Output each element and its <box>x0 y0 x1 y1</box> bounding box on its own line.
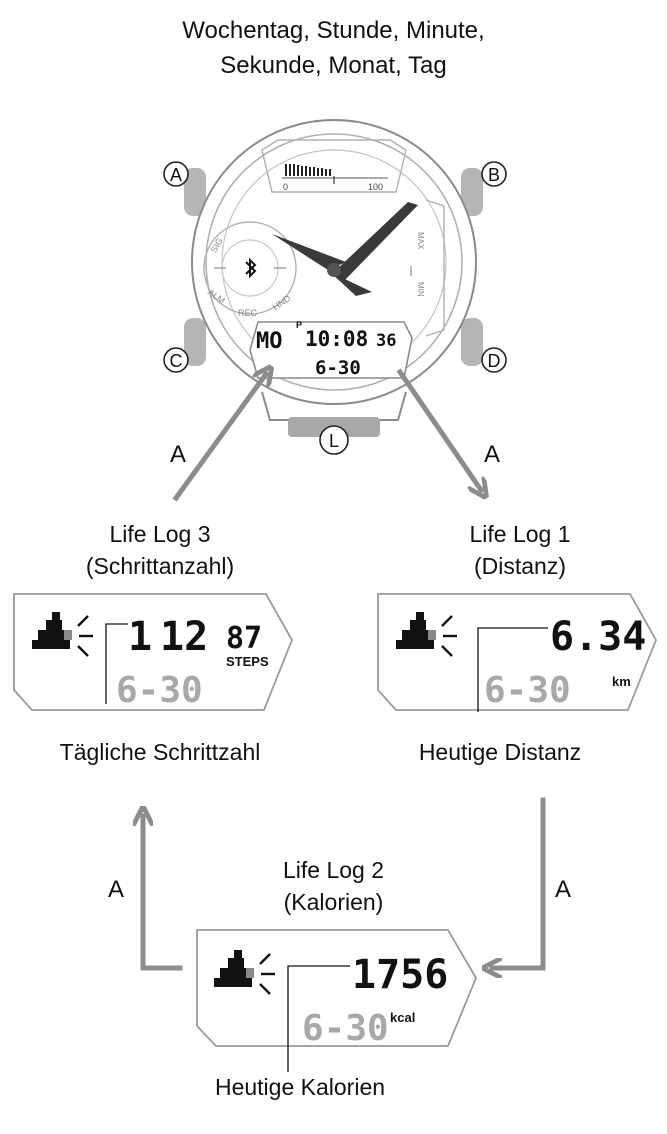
signal-rays-icon <box>441 615 457 657</box>
watch-top-window <box>261 139 407 193</box>
bluetooth-subdial <box>203 221 297 315</box>
bezel-min-label: MIN <box>416 282 425 297</box>
activity-icon <box>214 950 254 987</box>
log3-date: 6-30 <box>116 670 203 711</box>
arrow-label-left-bottom: A <box>108 876 124 903</box>
arrow-log1-to-log2 <box>492 797 546 968</box>
life-log-1-screen: 6.34 km 6-30 <box>377 593 657 712</box>
log3-value-part-3: 87 <box>226 621 262 656</box>
badge-d: D <box>481 347 507 373</box>
lcd-weekday: MO <box>256 329 283 354</box>
hand-tail <box>330 272 372 296</box>
svg-text:A: A <box>170 165 182 185</box>
watch-button-b-shape[interactable] <box>461 168 483 216</box>
activity-icon <box>396 612 436 649</box>
life-log-3-screen: 1 12 87 STEPS 6-30 <box>13 593 293 711</box>
log3-title-line-2: (Schrittanzahl) <box>85 553 235 579</box>
badge-b: B <box>481 161 507 187</box>
arrow-label-left-top: A <box>170 441 186 468</box>
log2-value: 1756 <box>352 952 448 998</box>
log1-value: 6.34 <box>550 614 646 660</box>
activity-gauge <box>282 164 388 184</box>
bezel-max-label: MAX <box>416 232 425 250</box>
log1-title-line-1: Life Log 1 <box>469 521 571 547</box>
signal-rays-icon <box>259 953 275 995</box>
log2-unit: kcal <box>390 1010 415 1025</box>
log3-value-part-2: 12 <box>160 614 208 660</box>
watch-right-panel <box>425 199 445 337</box>
svg-text:L: L <box>329 431 339 451</box>
log3-unit: STEPS <box>226 654 269 669</box>
bezel-rec-label: REC <box>238 308 258 318</box>
hour-hand <box>272 234 346 270</box>
gauge-max-label: 100 <box>368 182 383 192</box>
lcd-seconds: 36 <box>376 331 396 351</box>
bluetooth-icon <box>245 257 257 279</box>
svg-text:C: C <box>170 351 183 371</box>
signal-rays-icon <box>77 615 93 657</box>
badge-l: L <box>319 425 349 455</box>
watch-button-a-shape[interactable] <box>184 168 206 216</box>
arrow-log3-to-time <box>172 374 266 502</box>
watch: 0 100 SIG ALM REC HND MAX MIN MO P 10:08… <box>163 119 507 455</box>
log2-title-line-2: (Kalorien) <box>283 889 384 915</box>
header-line-2: Sekunde, Monat, Tag <box>220 52 447 79</box>
log1-date: 6-30 <box>484 670 571 711</box>
hand-pivot <box>327 263 341 277</box>
lcd-time: 10:08 <box>305 327 368 351</box>
activity-icon <box>32 612 72 649</box>
header-line-1: Wochentag, Stunde, Minute, <box>182 17 485 44</box>
arrow-label-right-bottom: A <box>555 876 571 903</box>
badge-a: A <box>163 161 189 187</box>
watch-button-d-shape[interactable] <box>461 318 483 366</box>
svg-text:D: D <box>488 351 501 371</box>
log1-title-line-2: (Distanz) <box>473 553 566 579</box>
log2-caption: Heutige Kalorien <box>214 1074 386 1100</box>
flow-arrows <box>143 368 546 971</box>
log3-title-line-1: Life Log 3 <box>109 521 211 547</box>
svg-text:B: B <box>488 165 500 185</box>
log3-value-part-1: 1 <box>128 614 152 660</box>
arrow-label-right-top: A <box>484 441 500 468</box>
minute-hand <box>334 202 418 282</box>
log3-caption: Tägliche Schrittzahl <box>59 739 261 765</box>
watch-bezel <box>205 133 463 391</box>
arrow-log2-to-log3 <box>143 816 183 971</box>
log1-unit: km <box>612 674 631 689</box>
lcd-pm-indicator: P <box>296 320 302 330</box>
life-log-2-screen: 1756 kcal 6-30 <box>196 929 478 1072</box>
log1-caption: Heutige Distanz <box>418 739 582 765</box>
lcd-date: 6-30 <box>315 357 361 379</box>
badge-c: C <box>163 347 189 373</box>
log2-title-line-1: Life Log 2 <box>282 857 385 883</box>
log2-date: 6-30 <box>302 1008 389 1049</box>
gauge-min-label: 0 <box>283 182 288 192</box>
arrow-time-to-log1 <box>396 368 481 490</box>
watch-button-c-shape[interactable] <box>184 318 206 366</box>
